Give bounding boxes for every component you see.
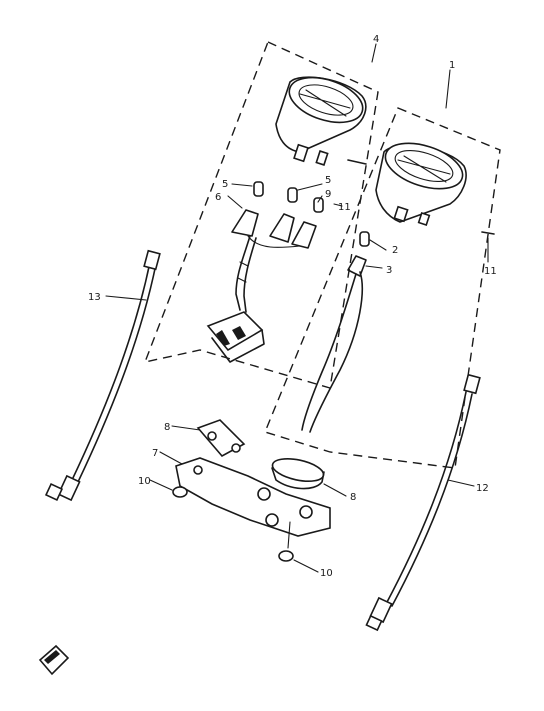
tachometer-cable-12: [365, 373, 481, 632]
nut-10-left: [172, 486, 188, 498]
callout-11-right: 11: [484, 266, 497, 277]
callout-1: 1: [449, 60, 455, 71]
callout-10-right: 10: [320, 568, 333, 579]
cushion-part-9: [196, 419, 246, 458]
front-arrow-icon: [38, 644, 70, 676]
wire-harness: [235, 235, 257, 313]
tachometer-gauge: [275, 76, 367, 166]
callout-4: 4: [373, 34, 379, 45]
meter-bracket-7: [175, 457, 331, 537]
assembly-box-4: [143, 41, 379, 389]
callout-8-left: 8: [164, 422, 170, 433]
callout-11-upper: 11: [338, 202, 351, 213]
bulb-socket-group-right: [301, 231, 370, 433]
callout-13: 13: [88, 292, 101, 303]
callout-3: 3: [386, 265, 392, 276]
leader-lines: [105, 43, 489, 573]
cushion-part-8: [271, 458, 325, 490]
speedometer-cable-13: [44, 249, 161, 502]
callout-6: 6: [215, 192, 221, 203]
assembly-box-1: [264, 107, 501, 469]
callout-7: 7: [152, 448, 158, 459]
nut-10-right: [278, 521, 294, 562]
callout-9: 9: [325, 189, 331, 200]
screw-11: [347, 159, 495, 235]
callout-10-left: 10: [138, 476, 151, 487]
callout-2: 2: [392, 245, 398, 256]
callout-12: 12: [476, 483, 489, 494]
speedometer-gauge: [375, 142, 467, 226]
callout-5-right: 5: [325, 175, 331, 186]
bulb-socket-group-left: [231, 181, 324, 249]
wire-connector: [206, 311, 265, 363]
callout-8-right: 8: [350, 492, 356, 503]
callout-5-left: 5: [222, 179, 228, 190]
